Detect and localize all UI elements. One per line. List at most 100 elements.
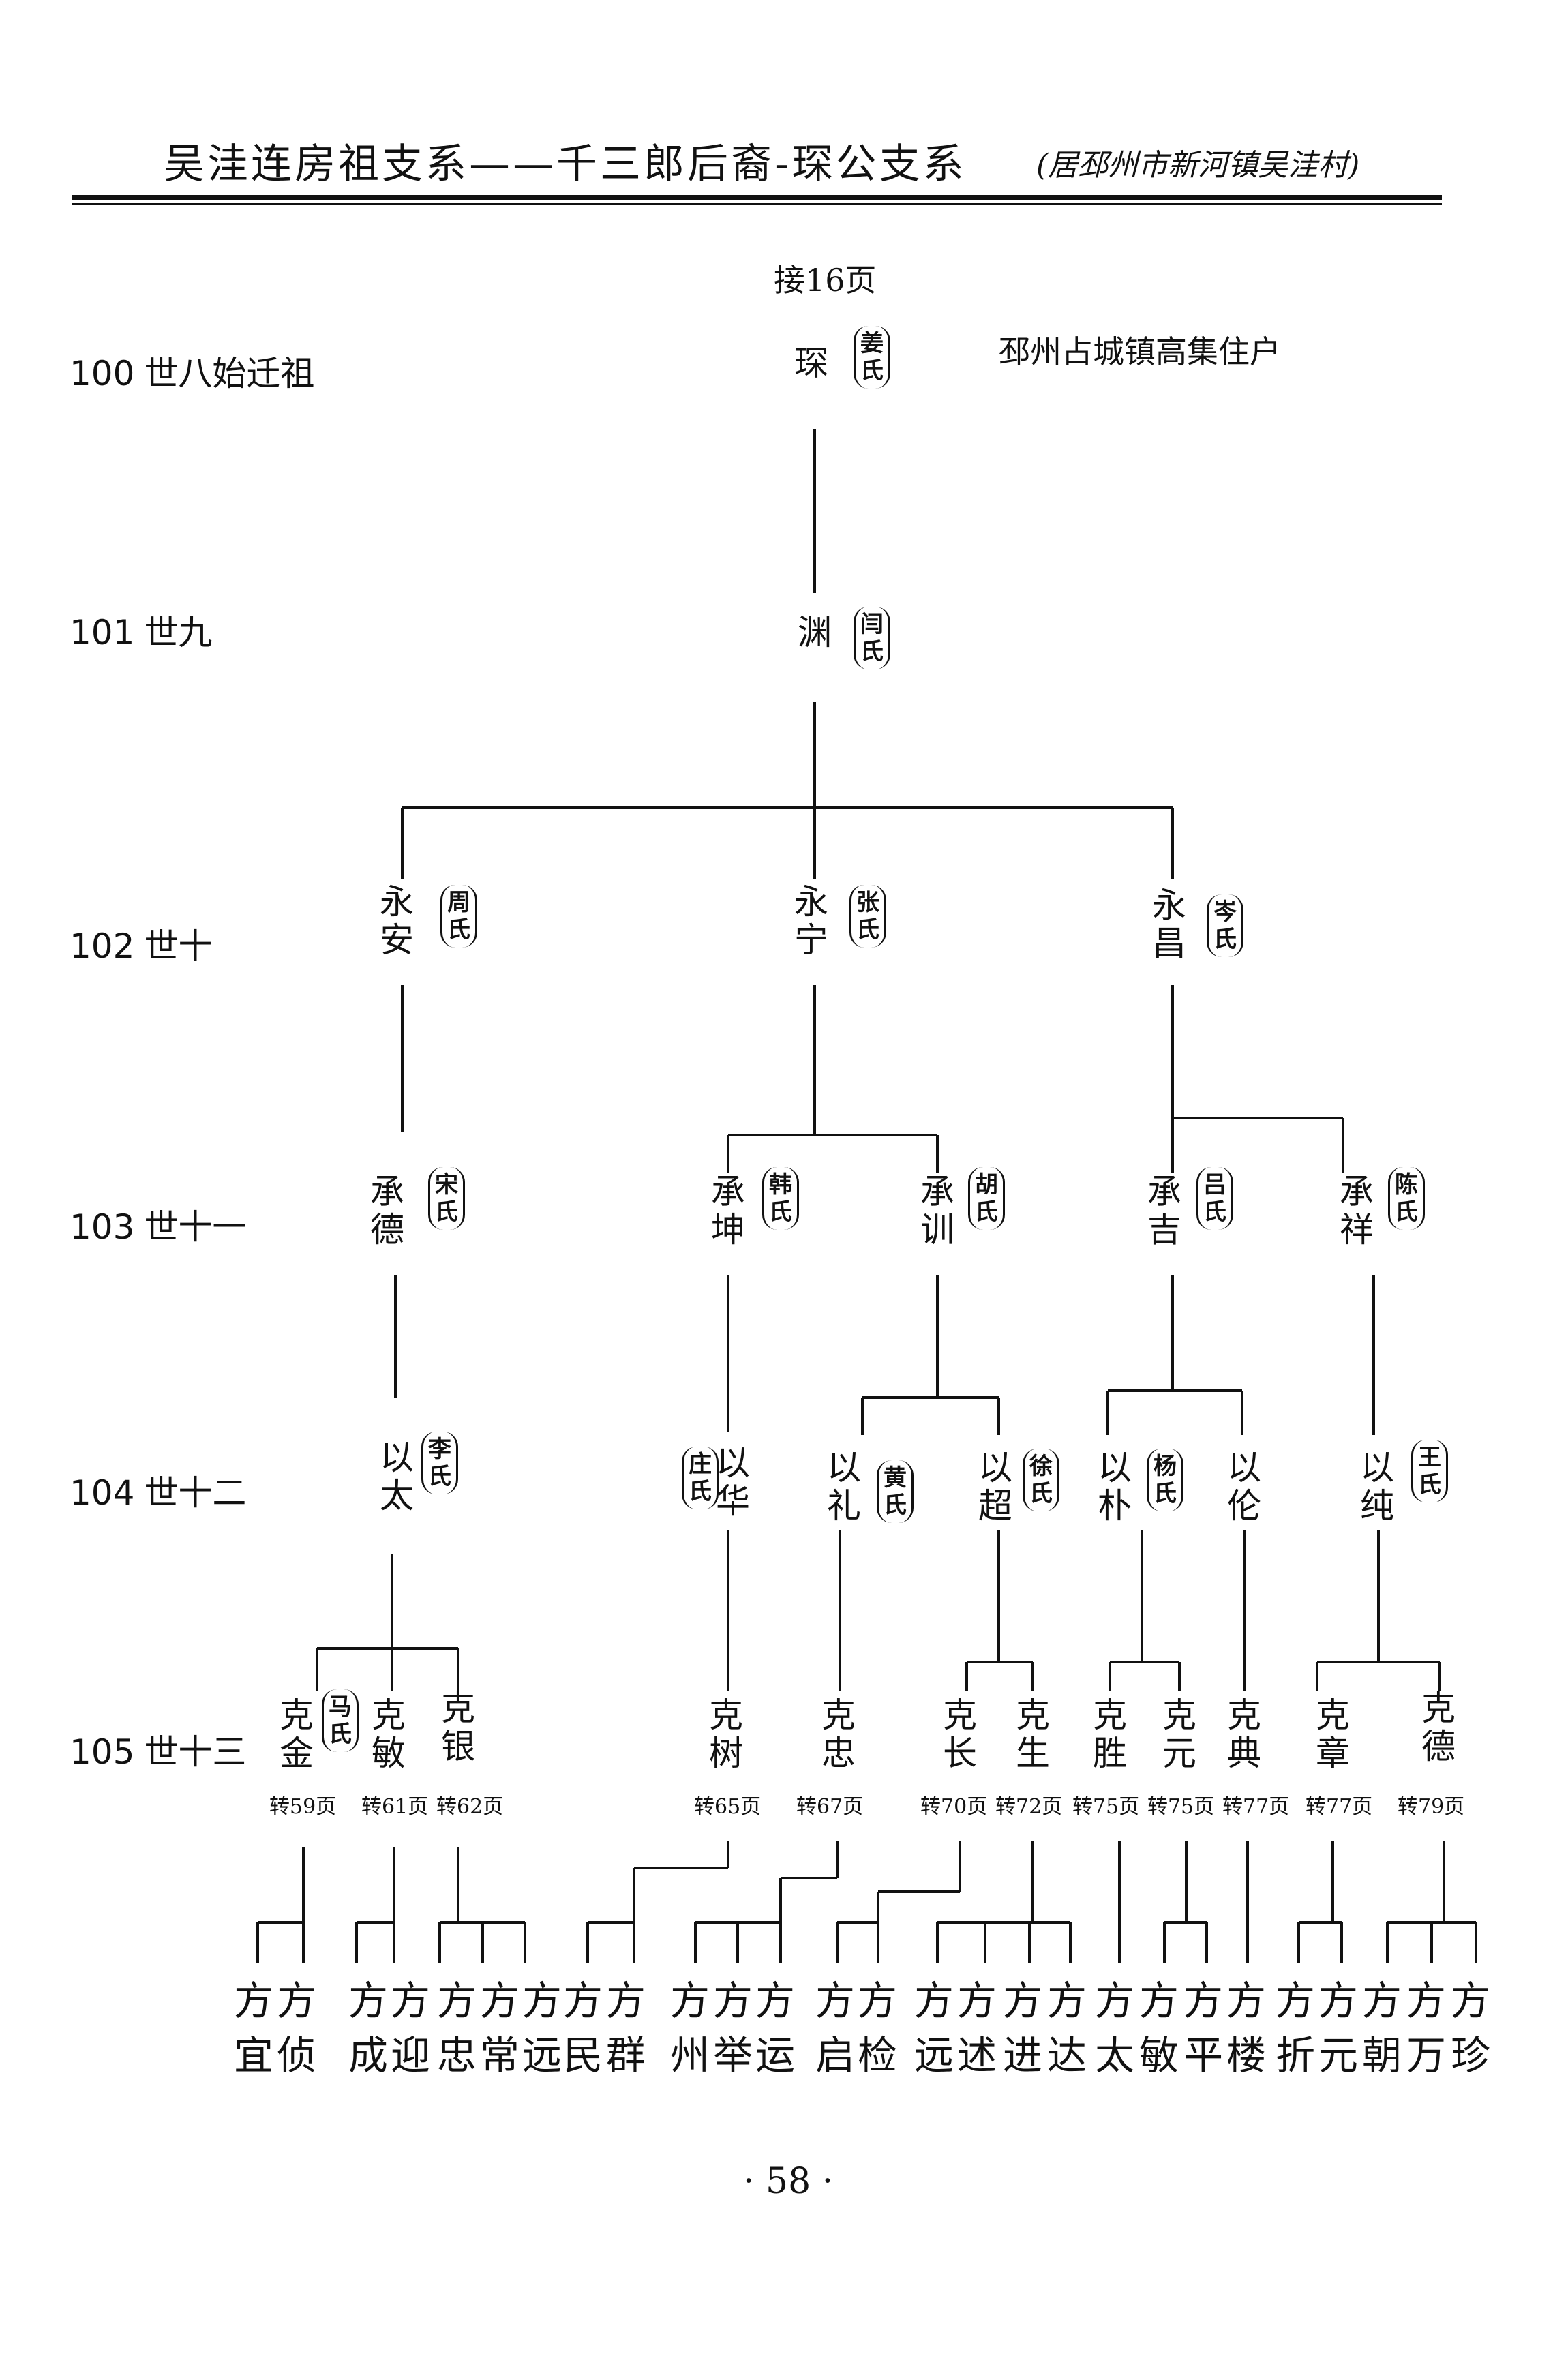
page-ref: 转59页 (269, 1795, 337, 1819)
descendant-name: 方运 (754, 1974, 796, 2083)
person-name-chengxun: 承训 (920, 1172, 954, 1250)
descendant-char: 方 (1450, 1978, 1490, 2024)
descendant-char: 楼 (1226, 2032, 1266, 2079)
descendant-char: 方 (1275, 1978, 1315, 2024)
wife-label: 胡氏 (968, 1167, 1005, 1230)
location-note: 邳州占城镇高集住户 (999, 333, 1281, 370)
descendant-char: 珍 (1450, 2032, 1490, 2079)
descendant-name: 方达 (1046, 1974, 1088, 2083)
descendant-name: 方楼 (1225, 1974, 1267, 2083)
descendant-name: 方侦 (275, 1974, 318, 2083)
descendant-char: 宜 (233, 2032, 273, 2079)
descendant-name: 方群 (605, 1974, 647, 2083)
person-name-chengkun: 承坤 (711, 1172, 745, 1250)
person-name-yichun: 以纯 (1360, 1448, 1394, 1526)
descendant-char: 方 (1361, 1978, 1402, 2024)
descendant-name: 方成 (347, 1974, 389, 2083)
descendant-char: 远 (522, 2032, 562, 2079)
person-name-kesheng2: 克胜 (1093, 1695, 1127, 1773)
descendant-name: 方检 (856, 1974, 899, 2083)
wife-label: 杨氏 (1147, 1449, 1183, 1511)
descendant-char: 折 (1275, 2032, 1315, 2079)
header-rule-thick (72, 195, 1442, 200)
person-name-kezhang: 克章 (1316, 1695, 1350, 1773)
descendant-name: 方举 (712, 1974, 754, 2083)
descendant-char: 方 (815, 1978, 855, 2024)
descendant-char: 元 (1318, 2032, 1358, 2079)
descendant-char: 州 (669, 2032, 710, 2079)
wife-label: 李氏 (421, 1432, 458, 1494)
descendant-char: 敏 (1139, 2032, 1179, 2079)
descendant-name: 方宜 (232, 1974, 275, 2083)
descendant-name: 方远 (913, 1974, 955, 2083)
descendant-char: 太 (1094, 2032, 1134, 2079)
person-name-kechang: 克长 (943, 1695, 977, 1773)
descendant-name: 方折 (1274, 1974, 1316, 2083)
page-ref: 转79页 (1398, 1795, 1465, 1819)
descendant-name: 方万 (1405, 1974, 1447, 2083)
descendant-name: 方述 (956, 1974, 998, 2083)
descendant-char: 万 (1406, 2032, 1446, 2079)
person-name-yihua: 以华 (716, 1443, 750, 1521)
descendant-name: 方远 (521, 1974, 563, 2083)
page-number: · 58 · (743, 2161, 834, 2202)
descendant-name: 方启 (814, 1974, 856, 2083)
descendant-char: 方 (390, 1978, 430, 2024)
descendant-char: 方 (1046, 1978, 1087, 2024)
person-name-kemin: 克敏 (372, 1695, 406, 1773)
descendant-char: 方 (1183, 1978, 1223, 2024)
wife-label: 周氏 (440, 885, 477, 948)
descendant-char: 方 (857, 1978, 897, 2024)
person-name-yichao: 以超 (978, 1448, 1012, 1526)
descendant-name: 方进 (1001, 1974, 1044, 2083)
descendant-name: 方太 (1094, 1974, 1136, 2083)
person-name-kedian: 克典 (1227, 1695, 1261, 1773)
header-rule-thin (72, 203, 1442, 205)
descendant-name: 方州 (669, 1974, 711, 2083)
descendant-name: 方朝 (1361, 1974, 1403, 2083)
descendant-char: 远 (914, 2032, 954, 2079)
descendant-char: 述 (956, 2032, 997, 2079)
descendant-char: 达 (1046, 2032, 1087, 2079)
person-name-yipu: 以朴 (1098, 1448, 1132, 1526)
person-name-chengxiang: 承祥 (1340, 1172, 1374, 1250)
descendant-name: 方元 (1317, 1974, 1359, 2083)
wife-label: 韩氏 (762, 1167, 799, 1230)
page-ref: 转75页 (1072, 1795, 1140, 1819)
descendant-char: 方 (914, 1978, 954, 2024)
descendant-name: 方珍 (1449, 1974, 1492, 2083)
person-name-keshu: 克树 (709, 1695, 743, 1773)
wife-label: 张氏 (849, 885, 886, 948)
person-name-kesheng: 克生 (1016, 1695, 1050, 1773)
page-ref: 转67页 (796, 1795, 864, 1819)
descendant-char: 方 (436, 1978, 477, 2024)
person-name-yili: 以礼 (827, 1448, 861, 1526)
descendant-char: 检 (857, 2032, 897, 2079)
wife-label: 马氏 (322, 1689, 359, 1752)
descendant-name: 方民 (562, 1974, 604, 2083)
descendant-char: 成 (348, 2032, 388, 2079)
wife-label: 宋氏 (428, 1167, 465, 1230)
person-name-yongchang: 永昌 (1152, 886, 1186, 963)
descendant-char: 平 (1183, 2032, 1223, 2079)
person-name-kejin: 克金 (280, 1695, 314, 1773)
descendant-name: 方常 (479, 1974, 521, 2083)
page-ref: 转77页 (1222, 1795, 1290, 1819)
continuation-note: 接16页 (774, 262, 877, 299)
person-name-chengji: 承吉 (1147, 1172, 1181, 1250)
descendant-char: 方 (1318, 1978, 1358, 2024)
descendant-char: 进 (1002, 2032, 1042, 2079)
wife-label: 陈氏 (1388, 1167, 1425, 1230)
page-ref: 转62页 (436, 1795, 504, 1819)
descendant-char: 方 (1094, 1978, 1134, 2024)
descendant-char: 启 (815, 2032, 855, 2079)
descendant-name: 方敏 (1138, 1974, 1180, 2083)
person-name-yongning: 永宁 (794, 882, 828, 960)
descendant-char: 方 (755, 1978, 795, 2024)
page-ref: 转61页 (361, 1795, 429, 1819)
descendant-char: 方 (1139, 1978, 1179, 2024)
